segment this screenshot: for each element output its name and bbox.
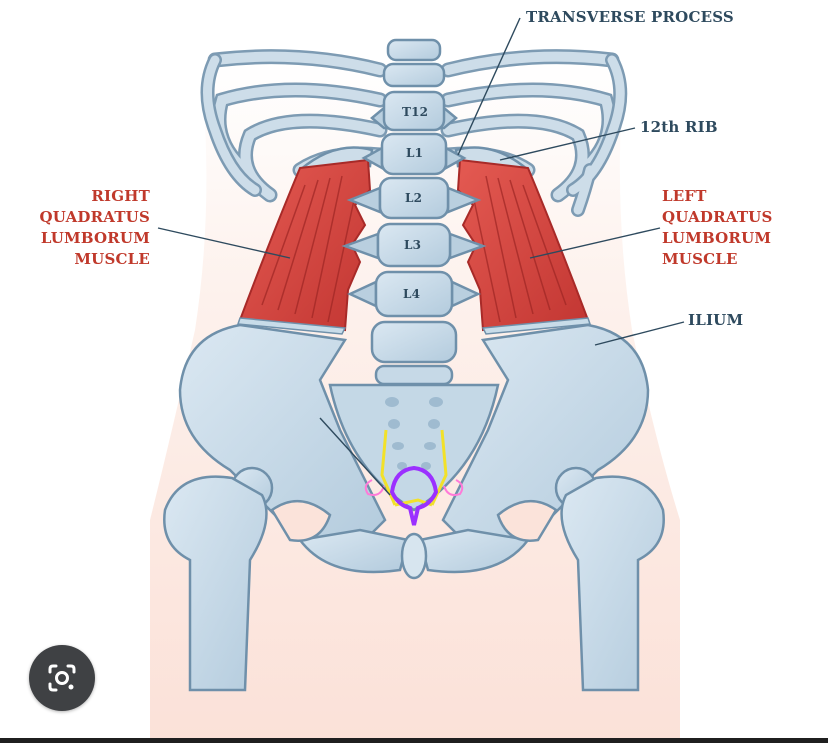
leader-sacrum (319, 417, 391, 496)
leader-left-qlm (529, 227, 661, 259)
label-ilium: ILIUM (688, 311, 744, 329)
label-12th-rib: 12th RIB (640, 118, 718, 136)
left-quadratus-lumborum (456, 158, 592, 335)
leader-right-qlm (157, 227, 291, 259)
vertebra-label-l1: L1 (406, 146, 424, 160)
vertebra-label-l3: L3 (404, 238, 422, 252)
leader-12th-rib (499, 127, 636, 161)
right-quadratus-lumborum (236, 158, 372, 335)
ribs-left-side (440, 49, 628, 217)
label-line: LUMBORUM (662, 229, 772, 247)
label-line: LEFT (662, 187, 707, 205)
label-line: MUSCLE (662, 250, 738, 268)
label-line: QUADRATUS (39, 208, 150, 226)
google-lens-button[interactable] (29, 645, 95, 711)
leader-ilium (594, 321, 685, 346)
femurs (163, 466, 665, 692)
label-transverse-process: TRANSVERSE PROCESS (526, 8, 734, 26)
label-line: MUSCLE (74, 250, 150, 268)
label-line: QUADRATUS (662, 208, 773, 226)
vertebra-label-l4: L4 (403, 287, 421, 301)
label-right-quadratus-lumborum: RIGHT QUADRATUS LUMBORUM MUSCLE (30, 186, 150, 270)
vertebra-label-l2: L2 (405, 191, 423, 205)
spine (341, 38, 487, 386)
label-line: RIGHT (91, 187, 150, 205)
leader-transverse-process (457, 17, 521, 156)
label-line: LUMBORUM (40, 229, 150, 247)
drawn-overlay (364, 429, 464, 526)
leader-lines (157, 17, 685, 496)
vertebra-label-t12: T12 (402, 105, 429, 119)
google-lens-icon (48, 664, 76, 692)
pelvis (178, 323, 650, 580)
sacral-foramina (385, 397, 443, 470)
label-left-quadratus-lumborum: LEFT QUADRATUS LUMBORUM MUSCLE (662, 186, 773, 270)
bottom-bar (0, 738, 828, 743)
